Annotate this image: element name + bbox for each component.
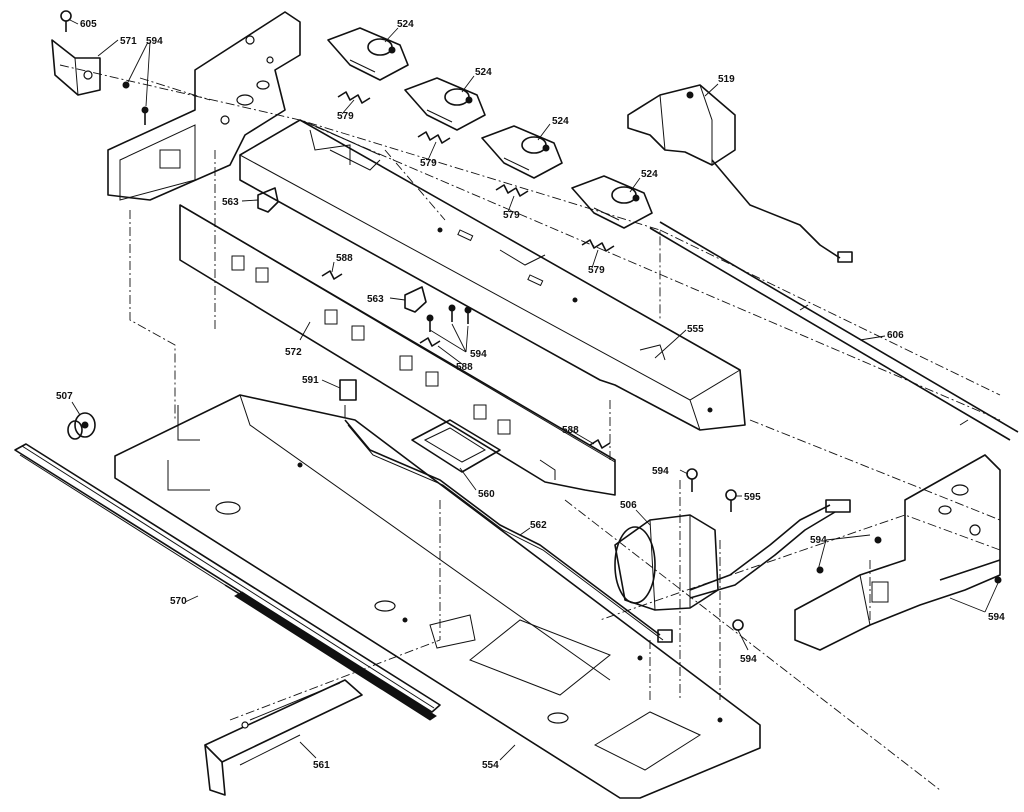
part-591-connector <box>339 379 357 418</box>
label-594-rightbot: 594 <box>988 612 1005 623</box>
label-579-b: 579 <box>420 158 437 169</box>
label-524-d: 524 <box>641 169 658 180</box>
label-570: 570 <box>170 596 187 607</box>
label-554: 554 <box>482 760 499 771</box>
label-579-c: 579 <box>503 210 520 221</box>
screws-594-mid <box>426 304 472 332</box>
part-524-roller-4 <box>571 175 653 229</box>
leader-lines <box>69 19 999 761</box>
label-588-c: 588 <box>562 425 579 436</box>
part-555-rail-body <box>239 119 746 431</box>
label-594-motor: 594 <box>652 466 669 477</box>
label-588-b: 588 <box>456 362 473 373</box>
part-588-spring-1 <box>321 270 343 280</box>
part-572-plate <box>179 204 616 496</box>
part-605-screw <box>60 10 72 32</box>
part-507-bushing <box>67 412 96 440</box>
part-579-spring-3 <box>495 184 529 197</box>
part-554-base-frame <box>114 394 761 799</box>
screws-594-595-motor <box>686 468 744 631</box>
part-588-spring-2 <box>419 337 441 347</box>
part-560-plate <box>411 419 501 473</box>
part-588-spring-3 <box>589 439 611 449</box>
label-579-d: 579 <box>588 265 605 276</box>
label-562: 562 <box>530 520 547 531</box>
screws-594-top <box>122 81 149 125</box>
label-579-a: 579 <box>337 111 354 122</box>
label-605: 605 <box>80 19 97 30</box>
label-591: 591 <box>302 375 319 386</box>
part-524-roller-2 <box>404 77 486 131</box>
label-571: 571 <box>120 36 137 47</box>
part-579-spring-1 <box>337 91 371 104</box>
label-555: 555 <box>687 324 704 335</box>
label-507: 507 <box>56 391 73 402</box>
label-563-a: 563 <box>222 197 239 208</box>
part-563-clip-1 <box>257 187 279 213</box>
part-506-motor <box>614 499 851 611</box>
part-570-rail <box>14 443 441 721</box>
label-588-a: 588 <box>336 253 353 264</box>
label-572: 572 <box>285 347 302 358</box>
label-561: 561 <box>313 760 330 771</box>
label-524-c: 524 <box>552 116 569 127</box>
label-506: 506 <box>620 500 637 511</box>
left-side-frame <box>107 11 301 201</box>
label-519: 519 <box>718 74 735 85</box>
label-594-top: 594 <box>146 36 163 47</box>
label-563-b: 563 <box>367 294 384 305</box>
part-561-bracket <box>204 679 363 796</box>
label-594-mid: 594 <box>470 349 487 360</box>
assembly-guide-lines <box>59 64 1001 791</box>
label-594-bot: 594 <box>740 654 757 665</box>
label-524-b: 524 <box>475 67 492 78</box>
label-594-right: 594 <box>810 535 827 546</box>
part-579-spring-2 <box>417 131 451 144</box>
label-524-a: 524 <box>397 19 414 30</box>
right-side-frame <box>794 454 1002 651</box>
part-524-roller-1 <box>327 27 409 81</box>
part-606-shaft <box>649 221 1019 441</box>
part-563-clip-2 <box>404 286 427 313</box>
part-571-bracket <box>51 39 101 96</box>
part-579-spring-4 <box>581 239 615 252</box>
label-595: 595 <box>744 492 761 503</box>
label-606: 606 <box>887 330 904 341</box>
part-524-roller-3 <box>481 125 563 179</box>
part-519-sensor <box>627 84 853 263</box>
label-560: 560 <box>478 489 495 500</box>
part-labels: 605 571 594 524 524 524 524 519 579 579 … <box>56 19 1005 771</box>
part-562-cable <box>344 419 673 643</box>
